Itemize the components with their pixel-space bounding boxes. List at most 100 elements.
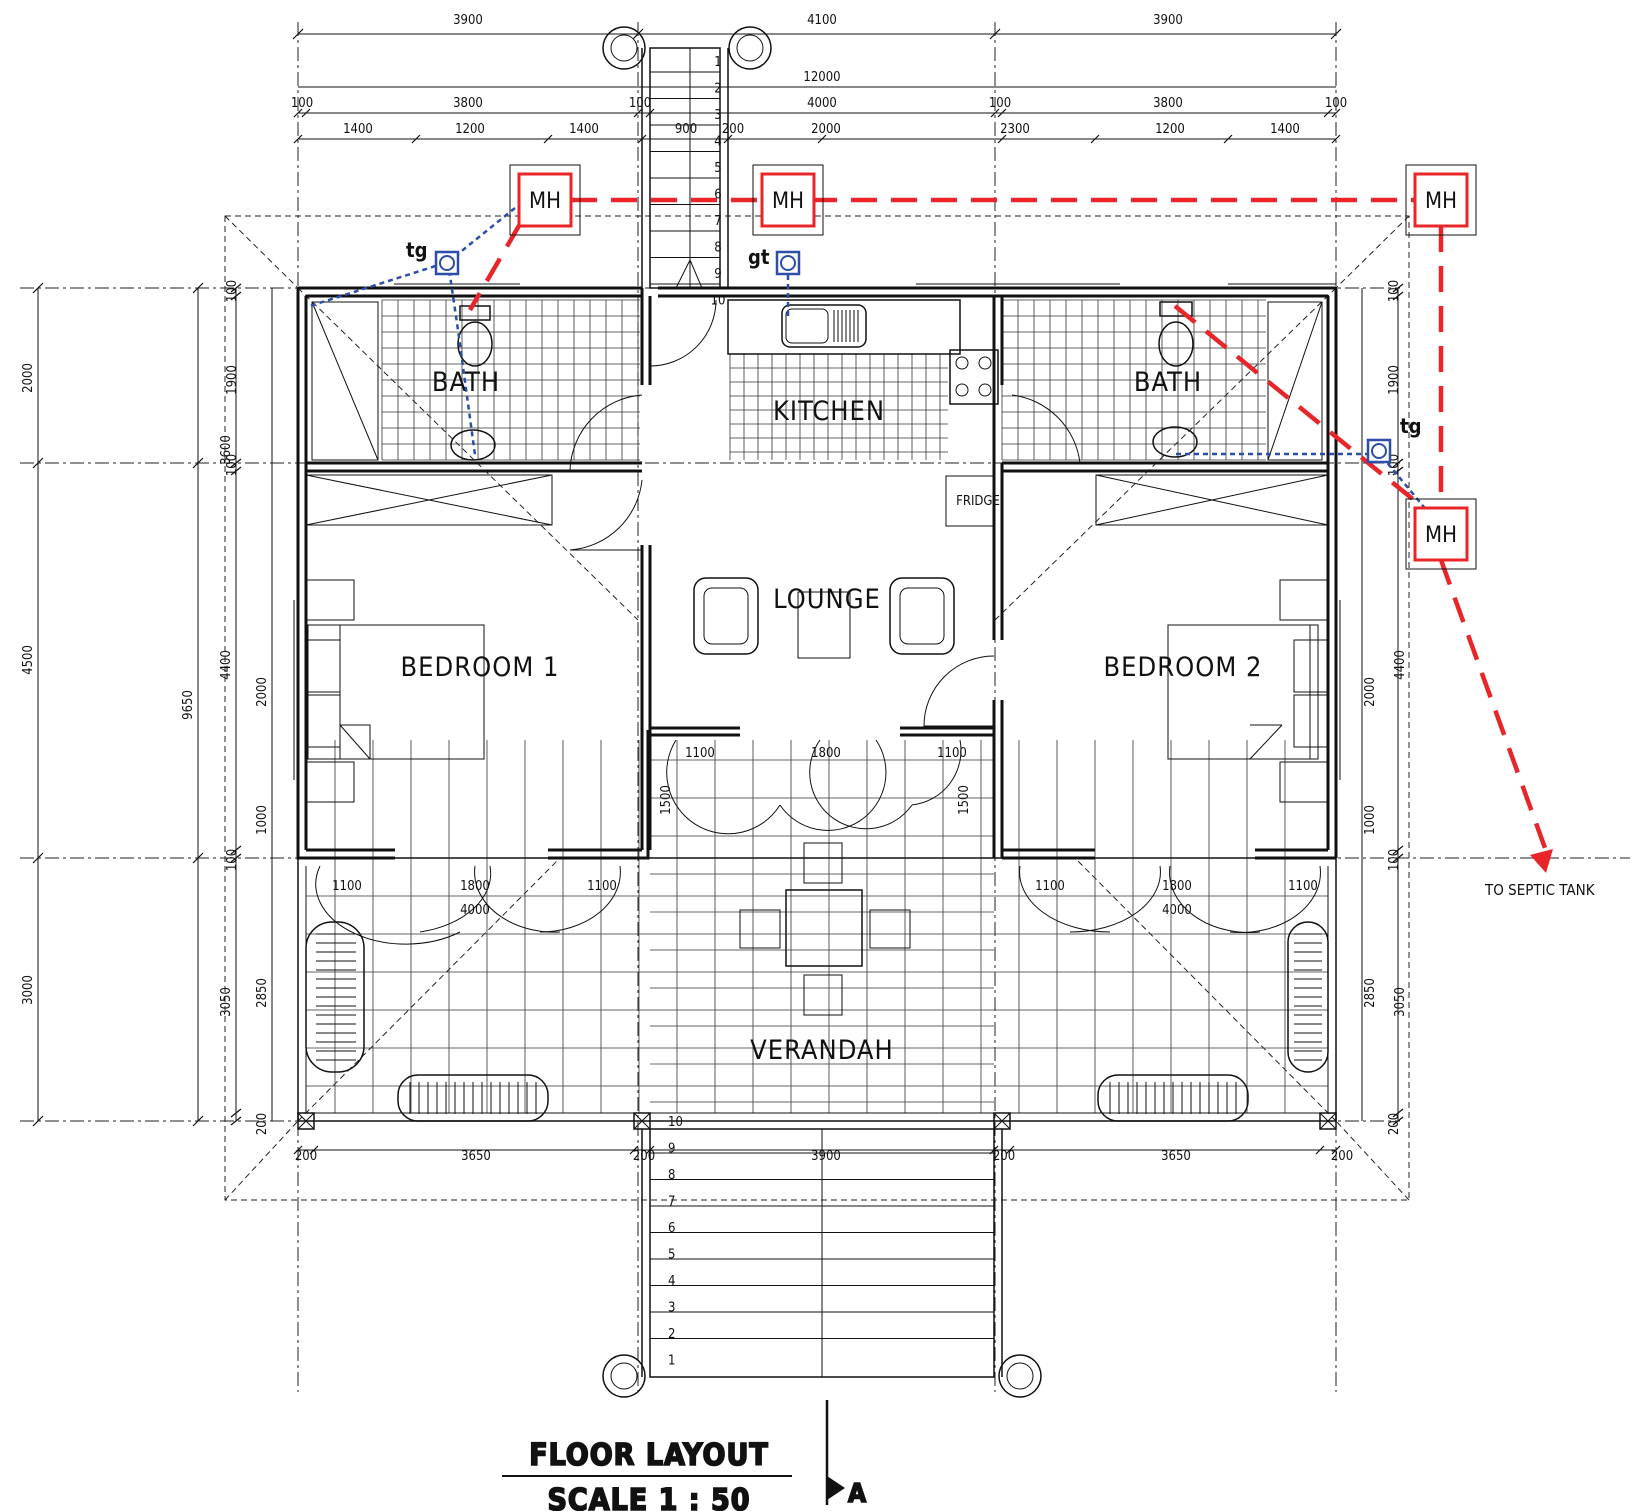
stair-bottom-number: 9	[668, 1142, 675, 1157]
dim-left-inner-3: 100	[225, 454, 240, 476]
dim-row3-6: 2000	[811, 122, 841, 137]
stair-top-number: 6	[714, 188, 721, 203]
dim-left-room-3: 3050	[219, 987, 234, 1017]
dim-bottom-1: 200	[295, 1149, 317, 1164]
dim-left-outer-3: 3000	[21, 975, 36, 1005]
stair-bottom-number: 2	[668, 1327, 675, 1342]
dim-lounge-side-2: 1500	[957, 785, 972, 815]
dim-left-outer-1: 2000	[21, 363, 36, 393]
dim-row3-4: 900	[675, 122, 697, 137]
dimension-lines	[32, 28, 1404, 1155]
dim-left-room-1: 3600	[219, 435, 234, 465]
stair-bottom-number: 3	[668, 1301, 675, 1316]
dim-row3-5: 200	[722, 122, 744, 137]
dim-row3-9: 1400	[1270, 122, 1300, 137]
bath-right-label: BATH	[1134, 367, 1202, 398]
dim-bottom-7: 200	[1331, 1149, 1353, 1164]
stair-top-number: 2	[714, 82, 721, 97]
grease-trap-label: gt	[748, 245, 770, 269]
dim-row3-8: 1200	[1155, 122, 1185, 137]
dim-left-total: 9650	[181, 690, 196, 720]
manhole-4-label: MH	[1425, 523, 1457, 548]
stair-top-number: 10	[711, 294, 726, 309]
dim-front-right-2: 1800	[1162, 879, 1192, 894]
dim-front-left-2: 1800	[460, 879, 490, 894]
dim-lounge-door-1: 1100	[685, 746, 715, 761]
kitchen-label: KITCHEN	[773, 396, 885, 427]
stair-bottom-number: 1	[668, 1354, 675, 1369]
dim-bottom-3: 200	[633, 1149, 655, 1164]
dim-top-3: 3900	[1153, 13, 1183, 28]
dim-lounge-door-3: 1100	[937, 746, 967, 761]
dim-front-right-1: 1100	[1035, 879, 1065, 894]
stair-bottom-number: 8	[668, 1168, 675, 1183]
stair-top-number: 1	[714, 55, 721, 70]
stair-top-number: 5	[714, 161, 721, 176]
stair-top-number: 7	[714, 214, 721, 229]
traps: tg gt tg	[406, 238, 1421, 464]
manhole-3-label: MH	[1425, 189, 1457, 214]
septic-tank-note: TO SEPTIC TANK	[1484, 881, 1596, 899]
bedroom-1-label: BEDROOM 1	[401, 652, 560, 683]
section-marker: A	[848, 1479, 867, 1509]
section-arrow-icon	[827, 1476, 845, 1500]
tile-grids	[306, 299, 1328, 1113]
dim-right-inner-4: 2000	[1363, 677, 1378, 707]
dim-left-inner-8: 200	[255, 1113, 270, 1135]
manhole-4: MH	[1405, 498, 1477, 570]
dim-row2-1: 100	[291, 96, 313, 111]
trap-gully-left-label: tg	[406, 238, 427, 262]
walls	[293, 283, 1341, 1130]
dim-right-inner-8: 200	[1387, 1113, 1402, 1135]
dim-row3-3: 1400	[569, 122, 599, 137]
stair-bottom-number: 10	[668, 1115, 683, 1130]
drainage-lines	[468, 197, 1553, 873]
stair-top-number: 4	[714, 135, 721, 150]
dim-left-room-2: 4400	[219, 650, 234, 680]
stair-bottom-number: 6	[668, 1221, 675, 1236]
dim-left-inner-5: 1000	[255, 805, 270, 835]
bedroom-2-label: BEDROOM 2	[1104, 652, 1263, 683]
dim-top-1: 3900	[453, 13, 483, 28]
dim-right-inner-5: 1000	[1363, 805, 1378, 835]
dim-bottom-4: 3900	[811, 1149, 841, 1164]
dim-top-total: 12000	[803, 70, 840, 85]
drawing-scale: SCALE 1 : 50	[547, 1483, 750, 1511]
dim-front-right-3: 1100	[1288, 879, 1318, 894]
dim-left-inner-6: 100	[225, 849, 240, 871]
manhole-3: MH	[1405, 164, 1477, 236]
manhole-2: MH	[752, 164, 824, 236]
manhole-1-label: MH	[529, 189, 561, 214]
dim-lounge-side-1: 1500	[659, 785, 674, 815]
septic-arrow-icon	[1530, 849, 1553, 873]
dim-bottom-6: 3650	[1161, 1149, 1191, 1164]
dim-row2-3: 100	[629, 96, 651, 111]
drawing-title-block: FLOOR LAYOUT SCALE 1 : 50 A	[502, 1400, 867, 1511]
dim-lounge-door-2: 1800	[811, 746, 841, 761]
dim-row3-7: 2300	[1000, 122, 1030, 137]
verandah-label: VERANDAH	[750, 1035, 894, 1066]
dim-right-inner-2: 1900	[1387, 365, 1402, 395]
lounge-label: LOUNGE	[773, 584, 881, 615]
dim-bottom-2: 3650	[461, 1149, 491, 1164]
dim-right-room-3: 3050	[1393, 987, 1408, 1017]
stair-bottom-number: 4	[668, 1274, 675, 1289]
manhole-1: MH	[509, 164, 581, 236]
stair-top-number: 8	[714, 241, 721, 256]
room-labels: BATH BATH KITCHEN LOUNGE BEDROOM 1 BEDRO…	[401, 367, 1263, 1066]
furniture	[305, 299, 1329, 1122]
dim-right-inner-7: 2850	[1363, 978, 1378, 1008]
dim-front-width-1: 4000	[460, 903, 490, 918]
drawing-title: FLOOR LAYOUT	[529, 1438, 769, 1473]
dim-row2-7: 100	[1325, 96, 1347, 111]
dim-row2-4: 4000	[807, 96, 837, 111]
dim-row3-1: 1400	[343, 122, 373, 137]
dim-row2-5: 100	[989, 96, 1011, 111]
dim-left-inner-1: 100	[225, 280, 240, 302]
stair-bottom-number: 5	[668, 1248, 675, 1263]
dim-front-left-1: 1100	[332, 879, 362, 894]
dim-left-inner-4: 2000	[255, 677, 270, 707]
dim-right-inner-6: 100	[1387, 849, 1402, 871]
